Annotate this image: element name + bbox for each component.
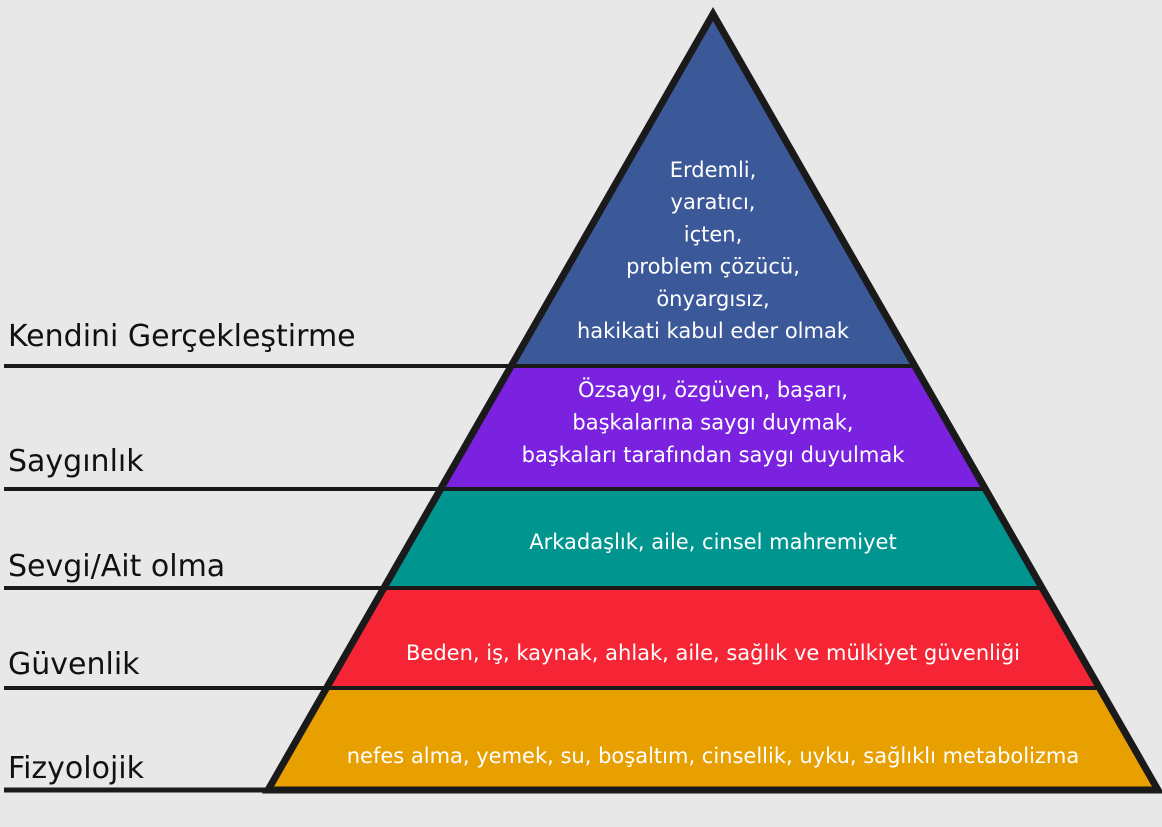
level-3-label: Sevgi/Ait olma — [8, 549, 225, 584]
level-2-tier — [440, 366, 986, 489]
level-3-tier — [383, 489, 1043, 588]
level-4-description-line: Beden, iş, kaynak, ahlak, aile, sağlık v… — [406, 641, 1020, 665]
level-5-tier — [268, 688, 1158, 790]
level-2-description-line: Özsaygı, özgüven, başarı, — [578, 377, 848, 402]
level-4-label: Güvenlik — [8, 647, 140, 682]
level-2-description-line: başkalarına saygı duymak, — [572, 411, 853, 435]
level-4-tier — [326, 588, 1100, 688]
level-5-description-line: nefes alma, yemek, su, boşaltım, cinsell… — [347, 744, 1080, 768]
level-1-description-line: yaratıcı, — [671, 190, 756, 214]
level-1-tier — [511, 14, 915, 366]
level-1-description-line: problem çözücü, — [626, 255, 800, 279]
level-1-description-line: içten, — [684, 222, 743, 246]
level-3-description-line: Arkadaşlık, aile, cinsel mahremiyet — [529, 530, 896, 554]
level-1-description-line: önyargısız, — [656, 287, 769, 311]
level-1-description-line: hakikati kabul eder olmak — [577, 319, 850, 343]
pyramid-outline — [261, 6, 1162, 794]
level-2-label: Saygınlık — [8, 444, 144, 479]
level-1-label: Kendini Gerçekleştirme — [8, 319, 356, 354]
level-5-label: Fizyolojik — [8, 751, 145, 786]
level-2-description-line: başkaları tarafından saygı duyulmak — [522, 443, 906, 467]
level-1-description-line: Erdemli, — [670, 158, 757, 182]
